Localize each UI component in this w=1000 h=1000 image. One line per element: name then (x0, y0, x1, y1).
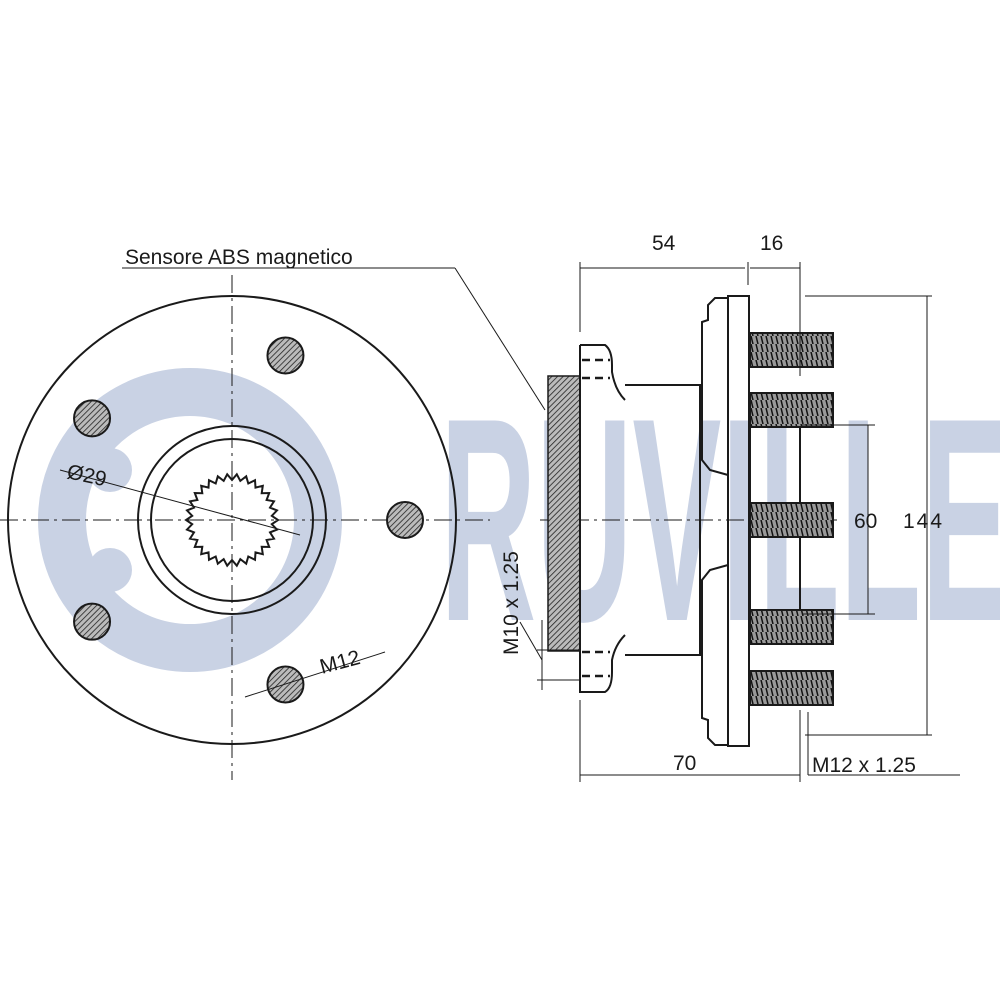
side-view: 54 16 60 144 70 M12 x 1.25 (500, 232, 960, 782)
abs-sensor-ring (547, 375, 581, 652)
wheel-stud (749, 502, 834, 538)
front-view: Ø29 M12 Sensore ABS magnetico (0, 246, 546, 780)
bolt-holes (73, 336, 424, 704)
wheel-stud (749, 332, 834, 368)
dim-54-label: 54 (652, 232, 676, 255)
hub-inner-flange (579, 344, 626, 693)
spline-bore (184, 472, 280, 568)
bolt-thread-label: M12 (317, 646, 362, 679)
dim-16-label: 16 (760, 232, 783, 255)
hub-outer-ring (137, 425, 327, 615)
dimension-54: 54 (579, 232, 801, 376)
bolt-hole (73, 399, 112, 438)
wheel-studs (749, 332, 834, 706)
dimension-60: 60 (802, 424, 877, 615)
sensor-label: Sensore ABS magnetico (125, 246, 353, 269)
bolt-thread-dimension: M12 (244, 646, 386, 698)
bolt-hole (73, 602, 112, 641)
flange-step (701, 297, 729, 746)
bolt-hole (266, 336, 305, 375)
dim-144-label: 144 (903, 510, 944, 533)
dim-60-label: 60 (854, 510, 877, 533)
dimension-70: 70 (579, 700, 801, 782)
flange-outline (7, 295, 457, 745)
bolt-hole (266, 665, 305, 704)
stud-thread-callout: M12 x 1.25 (807, 712, 960, 777)
bore-diameter-dimension: Ø29 (59, 460, 301, 536)
bolt-hole (386, 501, 424, 539)
watermark-logo-dot (88, 548, 132, 592)
dim-70-label: 70 (673, 752, 696, 775)
mount-thread-callout: M10 x 1.25 (500, 551, 580, 690)
wheel-stud (749, 392, 834, 428)
mount-thread-label: M10 x 1.25 (500, 551, 523, 655)
stud-thread-label: M12 x 1.25 (812, 754, 916, 777)
hub-inner-ring (150, 438, 314, 602)
hub-body (625, 384, 701, 656)
wheel-stud (749, 670, 834, 706)
dimension-16: 16 (750, 232, 800, 269)
wheel-stud (749, 609, 834, 645)
dimension-144: 144 (805, 295, 944, 736)
sensor-callout: Sensore ABS magnetico (122, 246, 546, 411)
